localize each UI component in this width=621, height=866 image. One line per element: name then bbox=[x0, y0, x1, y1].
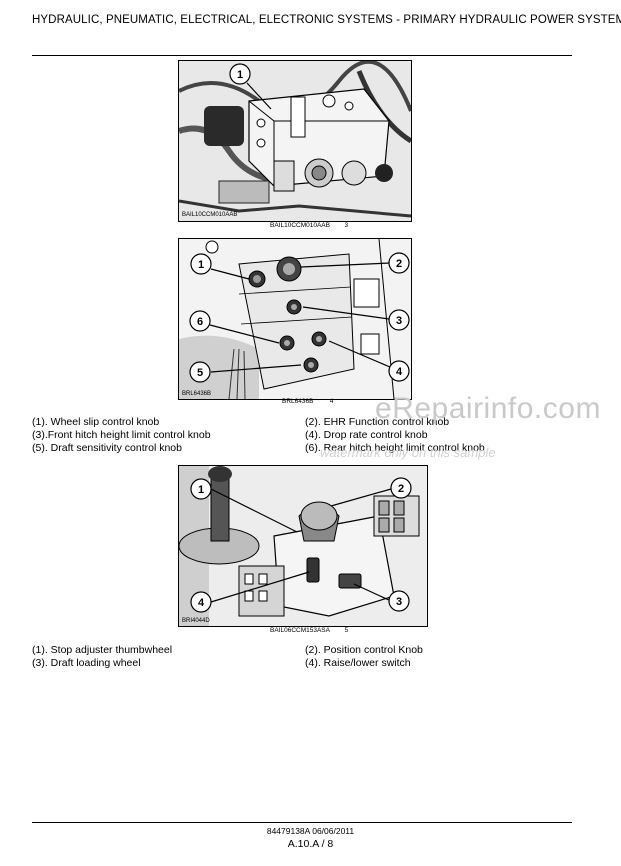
figure-3-number: 3 bbox=[344, 222, 349, 229]
fig4-callout-3: 3 bbox=[396, 315, 402, 327]
watermark-site: eRepairinfo.com bbox=[375, 392, 601, 425]
fig4-callout-2: 2 bbox=[396, 258, 402, 270]
fig4-inner-label: BRL6436B bbox=[182, 391, 211, 397]
fig4-callout-6: 6 bbox=[197, 316, 203, 328]
figure-3-hydraulic-valve: 1 BAIL10CCM010AAB bbox=[178, 60, 412, 222]
legend4-item-1: (1). Wheel slip control knob bbox=[32, 416, 160, 428]
figure-5-caption: BAIL06CCM153ASA 5 bbox=[270, 627, 348, 634]
fig5-callout-4: 4 bbox=[198, 597, 205, 609]
fig5-callout-3: 3 bbox=[396, 596, 402, 608]
figure-4-number: 4 bbox=[329, 398, 334, 405]
footer-doc-code: 84479138A 06/06/2011 bbox=[266, 826, 355, 836]
figure-4-control-panel: 1 2 3 4 5 6 BRL6436B bbox=[178, 238, 412, 400]
watermark-note: watermark only on this sample bbox=[320, 445, 496, 460]
fig3-inner-label: BAIL10CCM010AAB bbox=[182, 212, 237, 218]
figure-5-code: BAIL06CCM153ASA bbox=[270, 627, 330, 634]
page-header-title: HYDRAULIC, PNEUMATIC, ELECTRICAL, ELECTR… bbox=[32, 14, 621, 26]
fig5-callout-1: 1 bbox=[198, 484, 204, 496]
legend4-item-4: (4). Drop rate control knob bbox=[305, 429, 428, 441]
legend5-item-2: (2). Position control Knob bbox=[305, 644, 423, 656]
legend4-item-6: (6). Rear hitch height limit control kno… bbox=[305, 442, 485, 454]
legend5-item-4: (4). Raise/lower switch bbox=[305, 657, 411, 669]
figure-4-code: BRL6436B bbox=[282, 398, 314, 405]
fig3-callout-1: 1 bbox=[237, 69, 243, 81]
figure-3-code: BAIL10CCM010AAB bbox=[270, 222, 330, 229]
footer-page-number: A.10.A / 8 bbox=[287, 838, 334, 850]
figure-5-armrest-controls: 1 2 3 4 BRI4044D bbox=[178, 465, 428, 627]
legend5-item-1: (1). Stop adjuster thumbwheel bbox=[32, 644, 173, 656]
header-divider bbox=[32, 55, 572, 56]
footer-divider bbox=[32, 822, 572, 823]
legend4-item-2: (2). EHR Function control knob bbox=[305, 416, 450, 428]
fig4-callout-1: 1 bbox=[198, 259, 204, 271]
legend5-item-3: (3). Draft loading wheel bbox=[32, 657, 141, 669]
legend4-item-3: (3).Front hitch height limit control kno… bbox=[32, 429, 211, 441]
figure-3-caption: BAIL10CCM010AAB 3 bbox=[270, 222, 348, 229]
fig5-inner-label: BRI4044D bbox=[182, 618, 210, 624]
figure-4-caption: BRL6436B 4 bbox=[282, 398, 333, 405]
figure-5-number: 5 bbox=[344, 627, 349, 634]
fig4-callout-4: 4 bbox=[396, 366, 403, 378]
fig5-callout-2: 2 bbox=[398, 483, 404, 495]
legend4-item-5: (5). Draft sensitivity control knob bbox=[32, 442, 182, 454]
fig4-callout-5: 5 bbox=[197, 367, 203, 379]
